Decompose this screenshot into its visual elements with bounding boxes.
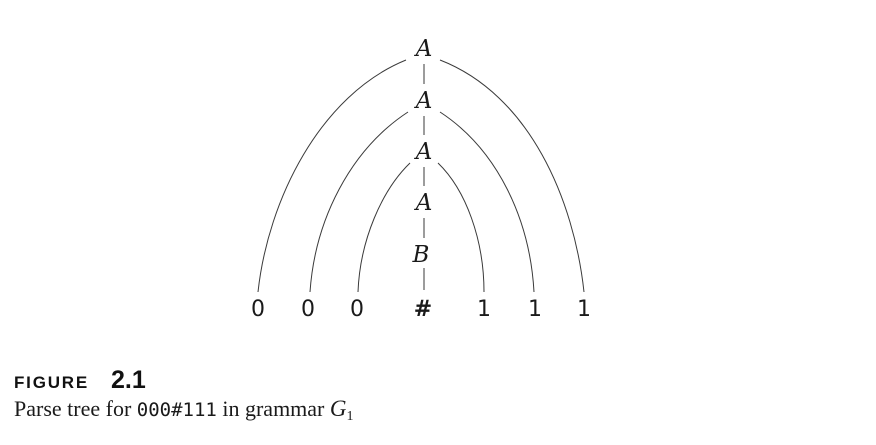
caption-text-start: Parse tree for xyxy=(14,396,137,421)
caption-string: 000#111 xyxy=(136,399,217,421)
caption-text-middle: in grammar xyxy=(216,396,330,421)
terminal-leaf-5: 1 xyxy=(477,297,491,322)
figure-heading: FIGURE 2.1 xyxy=(14,366,614,396)
figure-number: 2.1 xyxy=(111,366,146,394)
terminal-leaf-7: 1 xyxy=(577,297,591,322)
tree-edge-n3-l3 xyxy=(357,162,411,293)
tree-edge-n2-l2 xyxy=(309,111,409,293)
nonterminal-node-3: A xyxy=(414,139,433,165)
terminal-leaf-4: # xyxy=(414,296,432,322)
nonterminal-node-2: A xyxy=(414,88,433,114)
tree-edge-n3-l5 xyxy=(437,162,485,293)
tree-edge-n1-l1 xyxy=(257,59,407,293)
terminal-leaf-6: 1 xyxy=(528,297,542,322)
tree-edge-n1-l7 xyxy=(439,59,585,293)
nonterminal-node-5: B xyxy=(412,242,430,268)
terminal-leaf-3: 0 xyxy=(350,297,364,322)
grammar-symbol: G xyxy=(329,396,347,421)
tree-edge-n2-l6 xyxy=(439,111,535,293)
caption-text: Parse tree for 000#111 in grammar G1 xyxy=(14,396,614,425)
figure-label: FIGURE xyxy=(14,373,90,392)
figure-caption: FIGURE 2.1 Parse tree for 000#111 in gra… xyxy=(14,366,614,425)
terminal-leaf-1: 0 xyxy=(251,297,265,322)
tree-edges xyxy=(257,59,585,293)
nonterminal-node-4: A xyxy=(414,190,433,216)
grammar-subscript: 1 xyxy=(346,409,354,424)
terminal-leaf-2: 0 xyxy=(301,297,315,322)
nonterminal-node-1: A xyxy=(414,36,433,62)
